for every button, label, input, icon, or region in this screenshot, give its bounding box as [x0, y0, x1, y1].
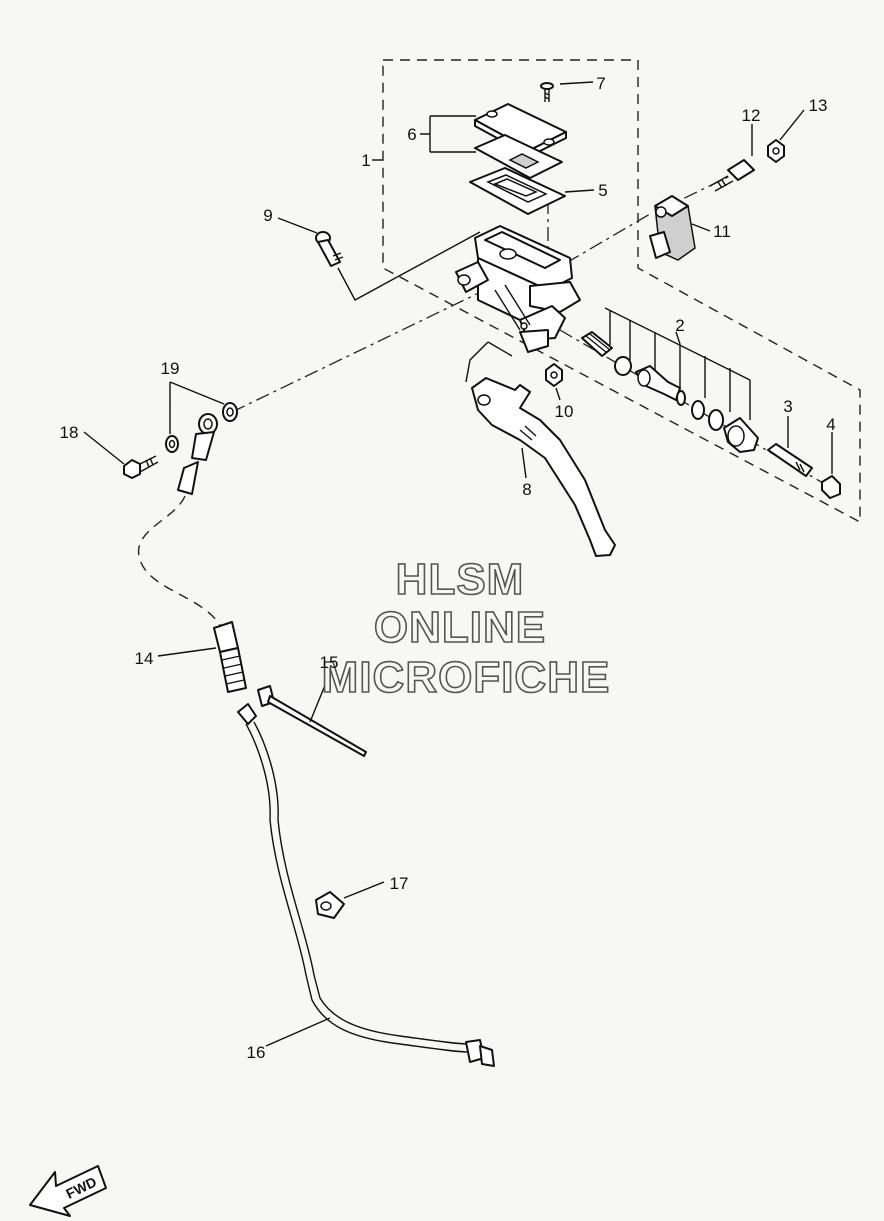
callout-12: 12: [742, 106, 761, 125]
diaphragm-5: [469, 167, 566, 215]
holder-11: [649, 195, 696, 261]
banjo-bolt-9: [315, 231, 344, 267]
callout-13: 13: [809, 96, 828, 115]
callout-18: 18: [60, 423, 79, 442]
callout-15: 15: [320, 653, 339, 672]
callout-14: 14: [135, 649, 154, 668]
hose-upper-fitting: [177, 413, 218, 495]
assembly-outline: [382, 59, 861, 524]
diaphragm-plate-6: [474, 134, 563, 179]
callout-2: 2: [675, 316, 684, 335]
hose-joint-14: [213, 621, 247, 693]
centerline-lever-axis: [231, 289, 486, 413]
nut-10: [545, 363, 563, 387]
centerline-holder: [519, 213, 651, 291]
callout-6: 6: [407, 125, 416, 144]
boot-4: [821, 475, 841, 499]
callout-4: 4: [826, 415, 835, 434]
washer-19: [165, 402, 238, 453]
callout-8: 8: [522, 480, 531, 499]
nut-13: [767, 139, 785, 163]
callout-17: 17: [390, 874, 409, 893]
cable-tie-15: [257, 685, 367, 757]
callout-19: 19: [161, 359, 180, 378]
watermark-line-3: MICROFICHE: [322, 653, 611, 702]
callout-1: 1: [361, 151, 370, 170]
clutch-pipe-16: [237, 703, 495, 1067]
screw-7: [540, 82, 554, 102]
master-cylinder-body: [455, 225, 581, 353]
callout-11: 11: [713, 222, 731, 241]
callout-16: 16: [247, 1043, 266, 1062]
hose-break-line: [137, 495, 221, 626]
fwd-arrow: FWD: [29, 1165, 107, 1217]
watermark-line-1: HLSM: [396, 555, 525, 604]
push-rod-3: [767, 443, 813, 477]
watermark-line-2: ONLINE: [374, 603, 546, 652]
bolt-12: [709, 159, 755, 192]
piston-kit-2: [581, 331, 759, 453]
callout-3: 3: [783, 397, 792, 416]
callout-5: 5: [598, 181, 607, 200]
clutch-lever-8: [471, 377, 616, 557]
clamp-17: [315, 891, 345, 919]
callout-10: 10: [555, 402, 574, 421]
bolt-18: [123, 455, 159, 479]
callout-7: 7: [596, 74, 605, 93]
callout-9: 9: [263, 206, 272, 225]
